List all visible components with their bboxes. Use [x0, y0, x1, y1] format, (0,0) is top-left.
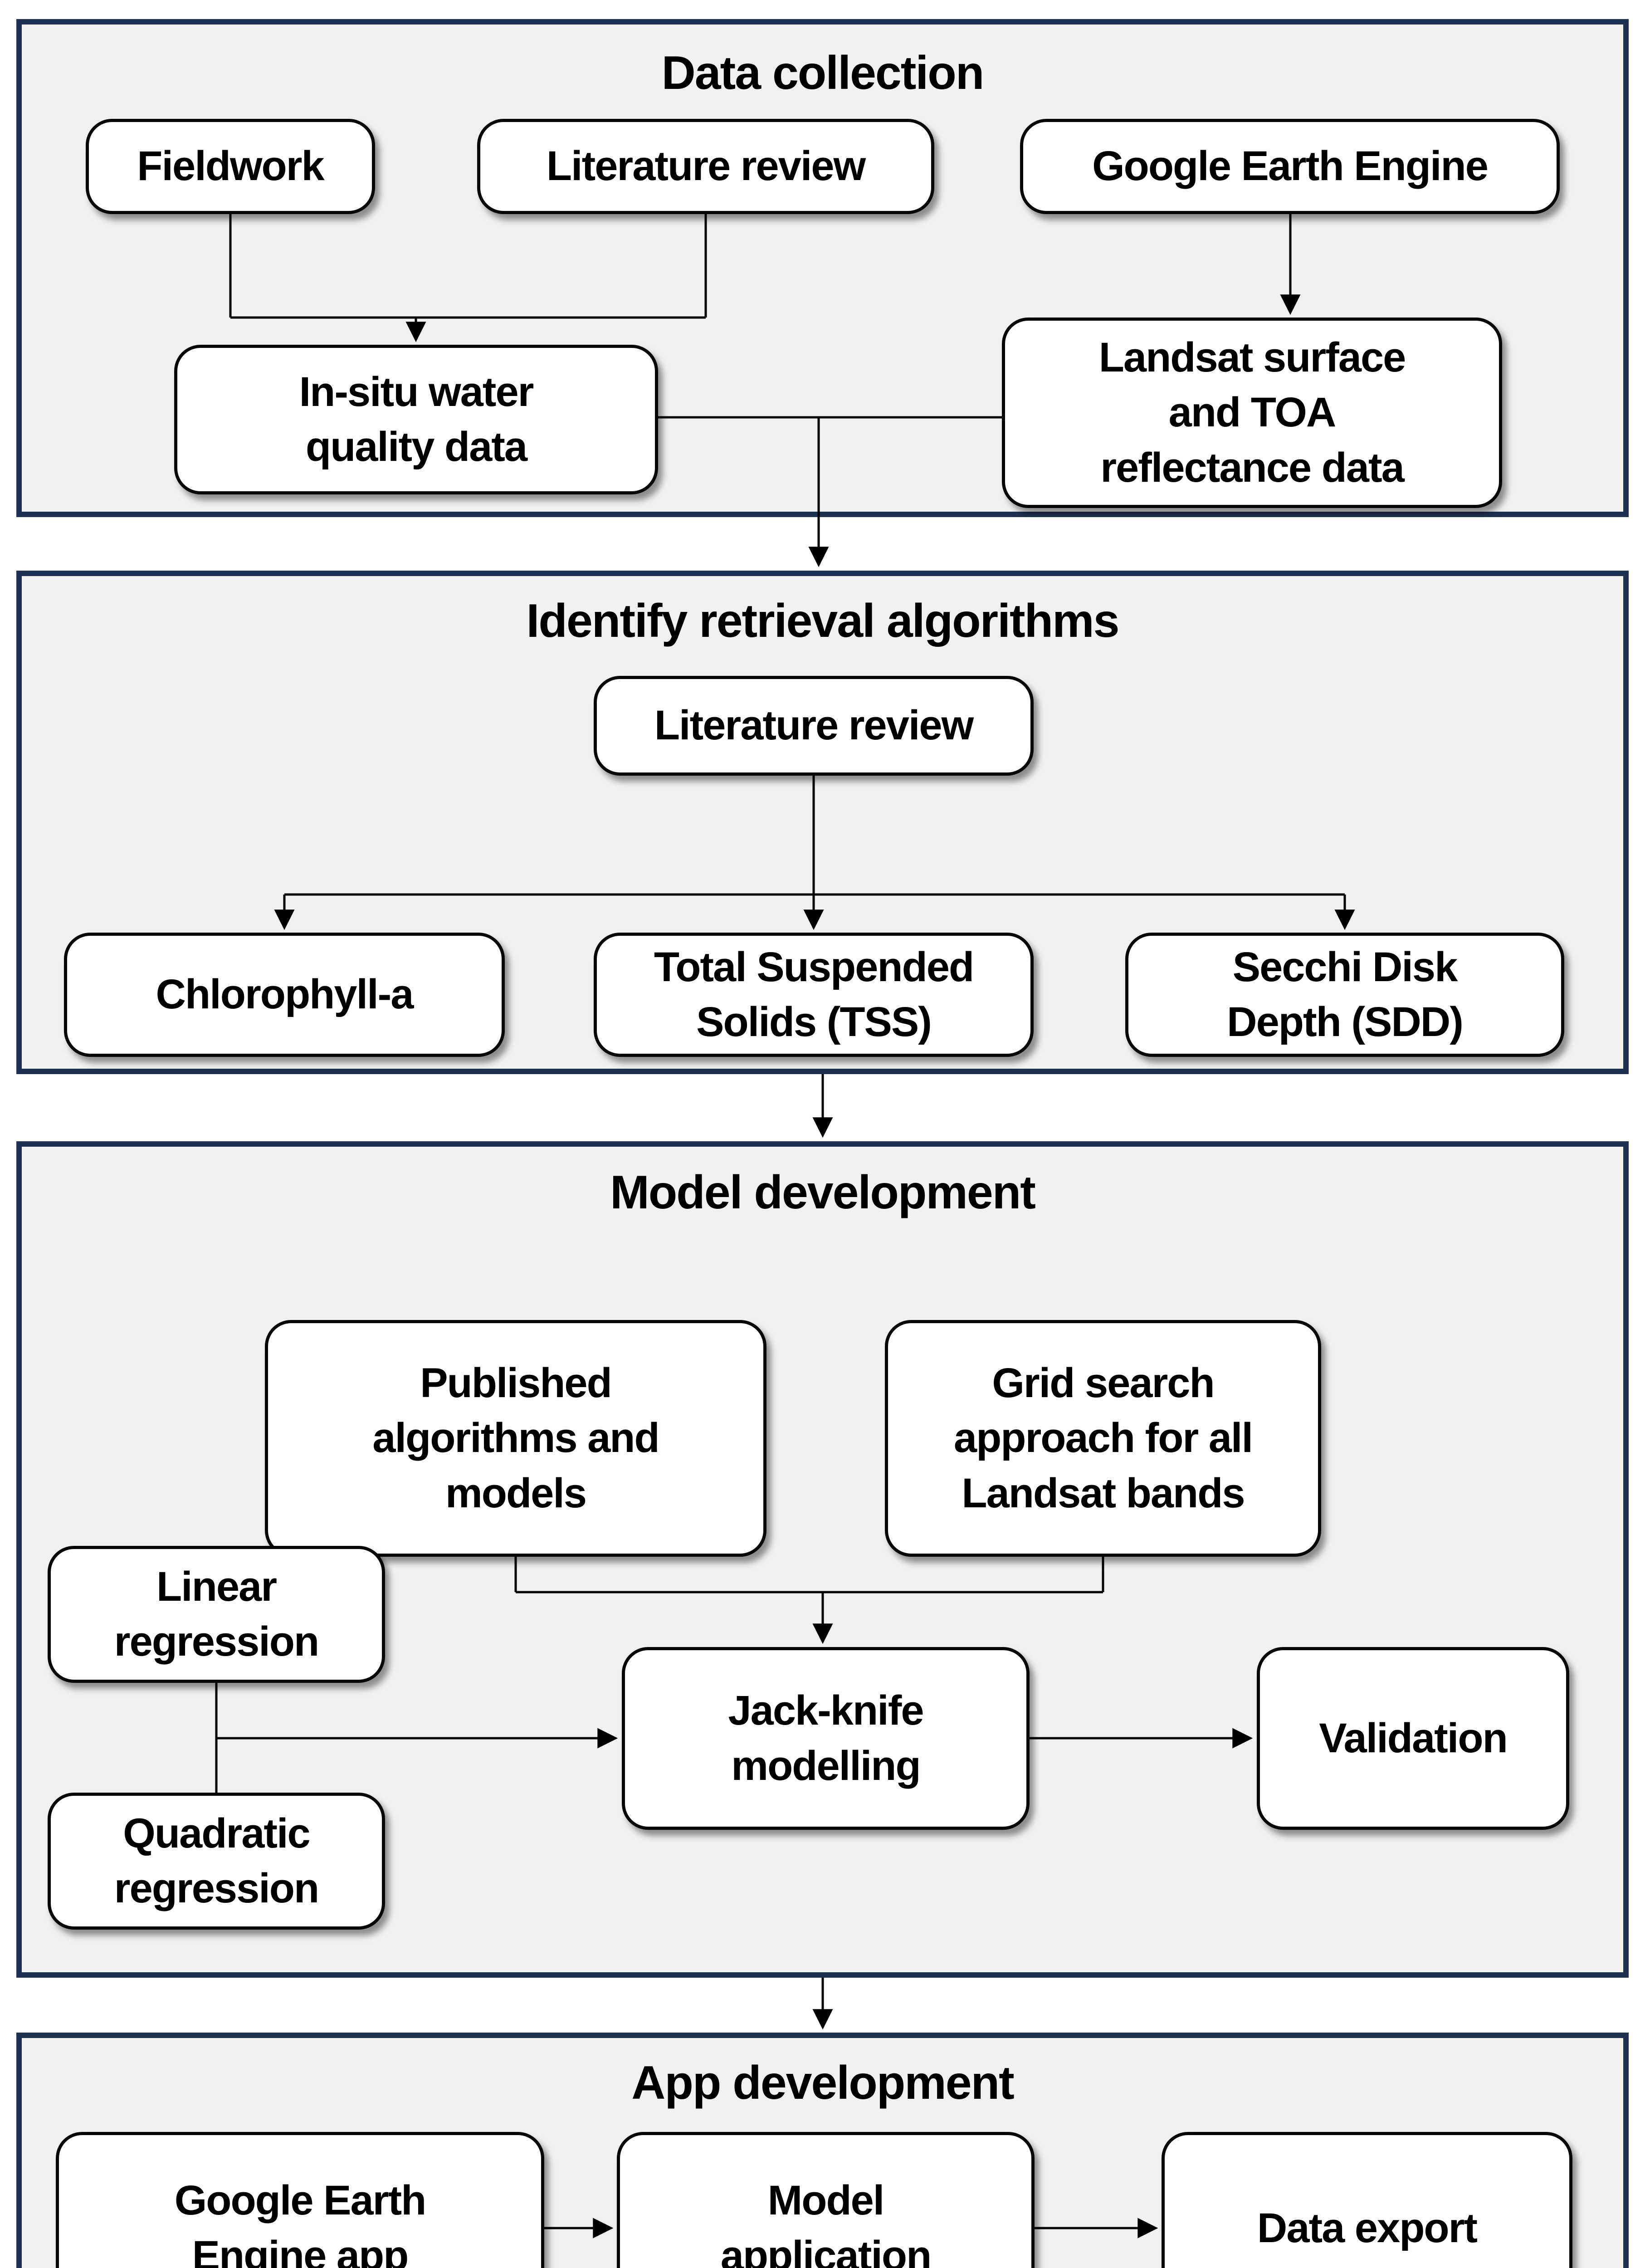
node-landsat-reflectance-label: Landsat surface and TOA reflectance data: [1098, 334, 1406, 491]
node-grid-search: Grid search approach for all Landsat ban…: [885, 1320, 1321, 1557]
node-linear-regression: Linear regression: [48, 1546, 385, 1683]
node-insitu-water-quality: In-situ water quality data: [174, 345, 658, 494]
node-literature-review-2-label: Literature review: [654, 702, 974, 749]
node-model-application-label: Model application: [720, 2177, 932, 2268]
node-grid-search-label: Grid search approach for all Landsat ban…: [953, 1359, 1253, 1516]
node-literature-review-2: Literature review: [594, 676, 1034, 776]
section-title-data-collection: Data collection: [661, 47, 985, 99]
node-google-earth-engine: Google Earth Engine: [1020, 119, 1560, 214]
section-title-identify-retrieval-algorithms: Identify retrieval algorithms: [526, 595, 1120, 647]
node-chlorophyll-a-label: Chlorophyll-a: [156, 971, 414, 1018]
node-google-earth-engine-app-label: Google Earth Engine app: [174, 2177, 427, 2268]
node-fieldwork: Fieldwork: [86, 119, 375, 214]
node-model-application: Model application: [617, 2132, 1035, 2268]
node-total-suspended-solids-label: Total Suspended Solids (TSS): [654, 943, 974, 1045]
node-secchi-disk-depth: Secchi Disk Depth (SDD): [1125, 933, 1564, 1057]
node-google-earth-engine-label: Google Earth Engine: [1092, 143, 1489, 190]
node-validation-label: Validation: [1319, 1715, 1508, 1761]
section-title-model-development: Model development: [610, 1166, 1036, 1219]
node-jack-knife-modelling: Jack-knife modelling: [622, 1647, 1030, 1830]
node-fieldwork-label: Fieldwork: [137, 143, 324, 190]
node-quadratic-regression-label: Quadratic regression: [114, 1810, 319, 1911]
node-data-export: Data export: [1162, 2132, 1572, 2268]
node-insitu-water-quality-label: In-situ water quality data: [299, 368, 534, 470]
node-validation: Validation: [1257, 1647, 1569, 1830]
node-linear-regression-label: Linear regression: [114, 1563, 319, 1665]
node-secchi-disk-depth-label: Secchi Disk Depth (SDD): [1227, 943, 1464, 1045]
node-google-earth-engine-app: Google Earth Engine app: [56, 2132, 544, 2268]
node-landsat-reflectance: Landsat surface and TOA reflectance data: [1002, 318, 1502, 508]
node-chlorophyll-a: Chlorophyll-a: [64, 933, 505, 1057]
section-title-app-development: App development: [631, 2057, 1015, 2109]
node-jack-knife-modelling-label: Jack-knife modelling: [728, 1687, 924, 1789]
node-literature-review-1-label: Literature review: [546, 143, 866, 190]
node-quadratic-regression: Quadratic regression: [48, 1793, 385, 1930]
node-total-suspended-solids: Total Suspended Solids (TSS): [594, 933, 1034, 1057]
node-published-algorithms-label: Published algorithms and models: [372, 1359, 659, 1516]
node-literature-review-1: Literature review: [477, 119, 934, 214]
node-published-algorithms: Published algorithms and models: [265, 1320, 766, 1557]
node-data-export-label: Data export: [1257, 2204, 1478, 2251]
